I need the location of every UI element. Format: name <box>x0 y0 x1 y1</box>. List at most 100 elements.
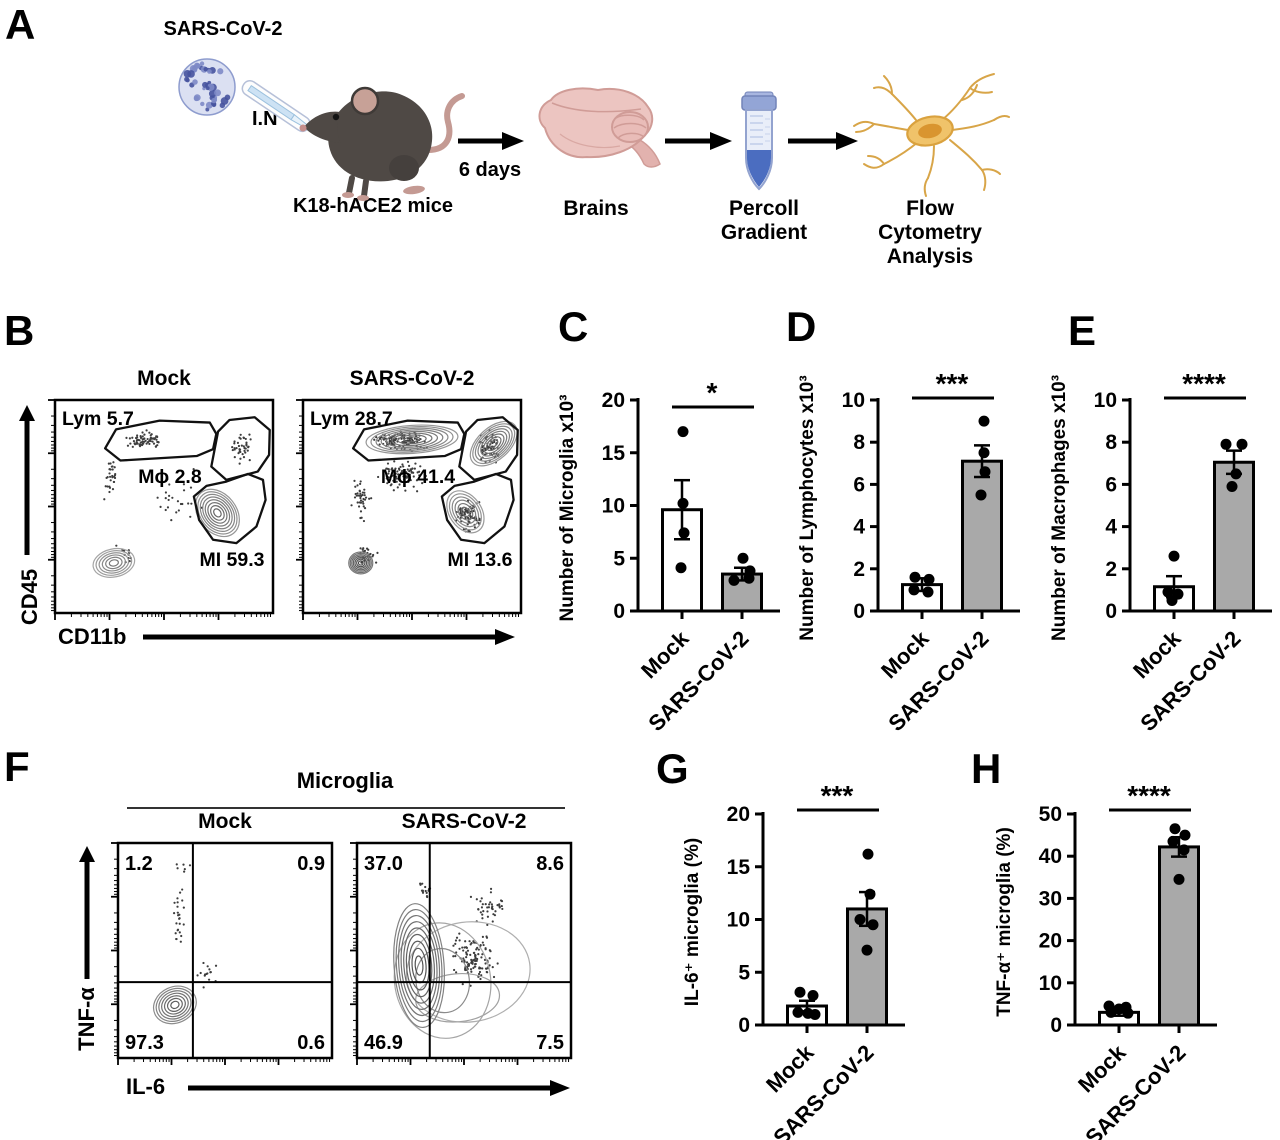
panel-label-h: H <box>971 745 1002 792</box>
svg-text:15: 15 <box>727 856 751 879</box>
tnfa-axis-arrow-icon <box>79 846 95 979</box>
y-axis-title: Number of Macrophages x10³ <box>1049 375 1070 641</box>
brain-label: Brains <box>563 197 629 220</box>
panel-label-g: G <box>656 745 689 792</box>
x-tick-label: Mock <box>1128 625 1186 683</box>
tube-icon <box>741 91 777 191</box>
y-axis-title: Number of Microglia x10³ <box>557 395 578 622</box>
gate-label: Lym 28.7 <box>310 408 393 430</box>
x-tick-label: Mock <box>636 625 694 683</box>
gate-label: MI 59.3 <box>199 549 264 571</box>
quadrant-value: 97.3 <box>125 1032 164 1054</box>
svg-text:0: 0 <box>1105 600 1117 623</box>
quadrant-value: 46.9 <box>364 1032 403 1054</box>
svg-text:10: 10 <box>1039 972 1062 995</box>
il6-axis-arrow-icon <box>188 1080 570 1096</box>
flow-b-title-sars: SARS-CoV-2 <box>349 367 475 390</box>
quadrant-value: 37.0 <box>364 853 403 875</box>
panel-f-group-title: Microglia <box>296 768 394 793</box>
svg-text:8: 8 <box>1105 431 1117 454</box>
svg-text:0: 0 <box>613 600 625 623</box>
flow-b-title-mock: Mock <box>137 367 191 390</box>
flow-label-line2: Cytometry <box>878 221 982 244</box>
gate-label: Lym 5.7 <box>62 408 134 430</box>
svg-text:20: 20 <box>727 803 750 826</box>
group-title-underline <box>127 807 565 809</box>
svg-text:4: 4 <box>853 516 865 539</box>
svg-text:10: 10 <box>727 909 750 932</box>
svg-text:30: 30 <box>1039 887 1062 910</box>
significance-stars: *** <box>821 780 854 811</box>
flow-f-title-sars: SARS-CoV-2 <box>401 810 527 833</box>
mouse-icon <box>299 86 465 201</box>
flow-plot-b-sars: Lym 28.7 Mϕ 41.4 MI 13.6 <box>296 398 523 620</box>
cd45-axis-arrow-icon <box>19 405 35 555</box>
arrow-icon <box>458 132 524 150</box>
flow-plot-f-mock: 1.2 0.9 97.3 0.6 <box>111 841 334 1065</box>
svg-text:4: 4 <box>1105 516 1117 539</box>
percoll-label-line1: Percoll <box>728 197 800 220</box>
panel-label-d: D <box>786 303 817 350</box>
quadrant-value: 0.9 <box>297 853 325 875</box>
virus-icon <box>178 58 236 116</box>
microglia-icon <box>853 73 1010 197</box>
mouse-label: K18-hACE2 mice <box>292 195 454 217</box>
duration-label: 6 days <box>458 159 522 181</box>
svg-text:6: 6 <box>853 473 865 496</box>
x-tick-label: Mock <box>876 625 934 683</box>
route-label: I.N <box>252 108 278 130</box>
svg-text:0: 0 <box>853 600 865 623</box>
gate-label: MI 13.6 <box>447 549 512 571</box>
panel-label-e: E <box>1068 307 1097 354</box>
gate-label: Mϕ 2.8 <box>138 466 202 488</box>
svg-text:20: 20 <box>602 389 625 412</box>
gate-label: Mϕ 41.4 <box>381 466 455 488</box>
significance-stars: *** <box>936 368 969 399</box>
chart-tnfa-microglia: TNF-α⁺ microglia (%)01020304050MockSARS-… <box>994 780 1217 1140</box>
brain-icon <box>538 87 661 168</box>
svg-text:10: 10 <box>1094 389 1117 412</box>
il6-axis-label: IL-6 <box>126 1074 166 1099</box>
svg-text:2: 2 <box>853 558 865 581</box>
svg-text:5: 5 <box>613 547 625 570</box>
percoll-label-line2: Gradient <box>720 221 808 244</box>
svg-text:6: 6 <box>1105 473 1117 496</box>
cd11b-axis-arrow-icon <box>143 629 515 645</box>
flow-plot-b-mock: Lym 5.7 Mϕ 2.8 MI 59.3 <box>48 398 275 620</box>
x-tick-label: Mock <box>1073 1039 1131 1097</box>
svg-text:0: 0 <box>738 1014 750 1037</box>
svg-text:5: 5 <box>738 961 750 984</box>
quadrant-value: 8.6 <box>536 853 564 875</box>
cd11b-axis-label: CD11b <box>58 624 127 649</box>
panel-label-b: B <box>4 307 35 354</box>
y-axis-title: TNF-α⁺ microglia (%) <box>994 827 1015 1017</box>
svg-text:2: 2 <box>1105 558 1117 581</box>
arrow-icon <box>665 132 732 150</box>
arrow-icon <box>788 132 858 150</box>
y-axis-title: IL-6⁺ microglia (%) <box>682 838 703 1006</box>
flow-label-line1: Flow <box>906 197 954 220</box>
svg-text:10: 10 <box>602 495 625 518</box>
significance-stars: **** <box>1182 368 1226 399</box>
svg-text:20: 20 <box>1039 930 1062 953</box>
virus-label: SARS-CoV-2 <box>163 18 283 40</box>
svg-text:8: 8 <box>853 431 865 454</box>
svg-text:40: 40 <box>1039 845 1062 868</box>
significance-stars: * <box>707 377 718 408</box>
svg-text:10: 10 <box>842 389 865 412</box>
panel-label-f: F <box>4 743 30 790</box>
panel-label-a: A <box>5 1 36 48</box>
svg-text:50: 50 <box>1039 803 1062 826</box>
flow-plot-f-sars: 37.0 8.6 46.9 7.5 <box>350 841 573 1065</box>
quadrant-value: 0.6 <box>297 1032 325 1054</box>
chart-il6-microglia: IL-6⁺ microglia (%)05101520MockSARS-CoV-… <box>682 780 905 1140</box>
panel-a-schematic <box>178 58 1010 201</box>
panel-label-c: C <box>558 303 589 350</box>
svg-text:0: 0 <box>1050 1014 1062 1037</box>
quadrant-value: 1.2 <box>125 853 153 875</box>
quadrant-value: 7.5 <box>536 1032 564 1054</box>
